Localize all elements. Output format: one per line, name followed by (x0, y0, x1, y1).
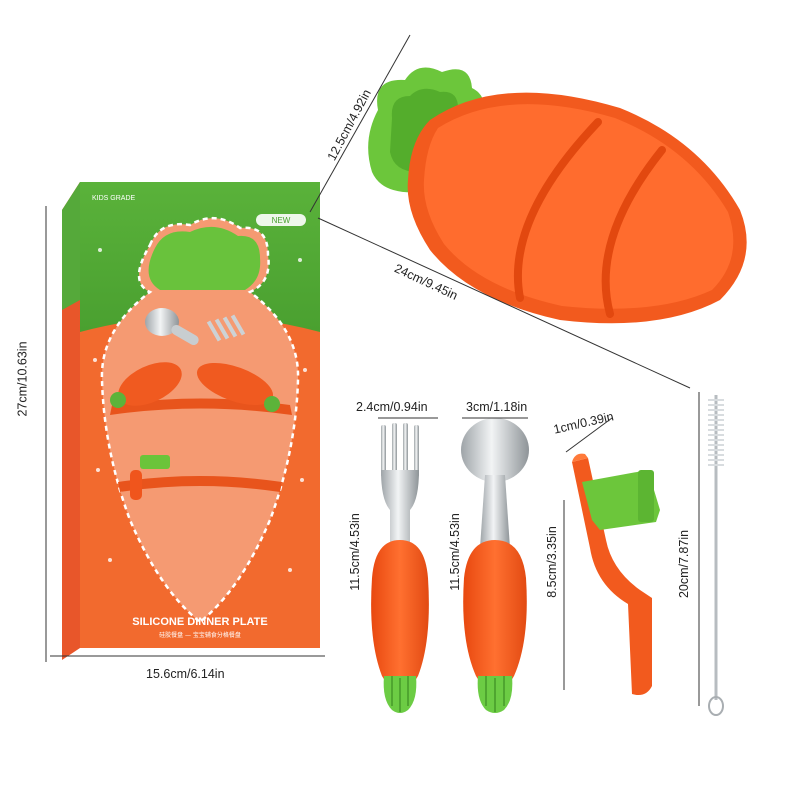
carrot-plate (368, 67, 747, 324)
straw-width-line (565, 417, 613, 453)
spoon (461, 418, 529, 713)
fork-length-label: 11.5cm/4.53in (347, 513, 362, 591)
box-product-name: SILICONE DINNER PLATE (132, 616, 267, 628)
spoon-width-label: 3cm/1.18in (466, 400, 528, 414)
cleaning-brush (708, 395, 724, 716)
product-box: NEW KIDS GRADE SILICONE DINNER PLATE 硅胶餐… (62, 182, 320, 660)
straw-length-label: 8.5cm/3.35in (544, 526, 559, 598)
box-height-label: 27cm/10.63in (15, 341, 30, 417)
plate-height-line (309, 34, 411, 213)
spoon-length-label: 11.5cm/4.53in (447, 513, 462, 591)
box-tag: NEW (272, 216, 291, 225)
fork-width-label: 2.4cm/0.94in (356, 400, 428, 414)
plate-width-line (317, 217, 691, 389)
box-subtitle: 硅胶餐盘 — 宝宝辅食分格餐盘 (159, 631, 241, 639)
brush-length-label: 20cm/7.87in (677, 529, 692, 599)
box-width-label: 15.6cm/6.14in (146, 667, 225, 681)
straw (572, 453, 660, 695)
fork (371, 423, 429, 713)
box-brand: KIDS GRADE (92, 195, 136, 202)
